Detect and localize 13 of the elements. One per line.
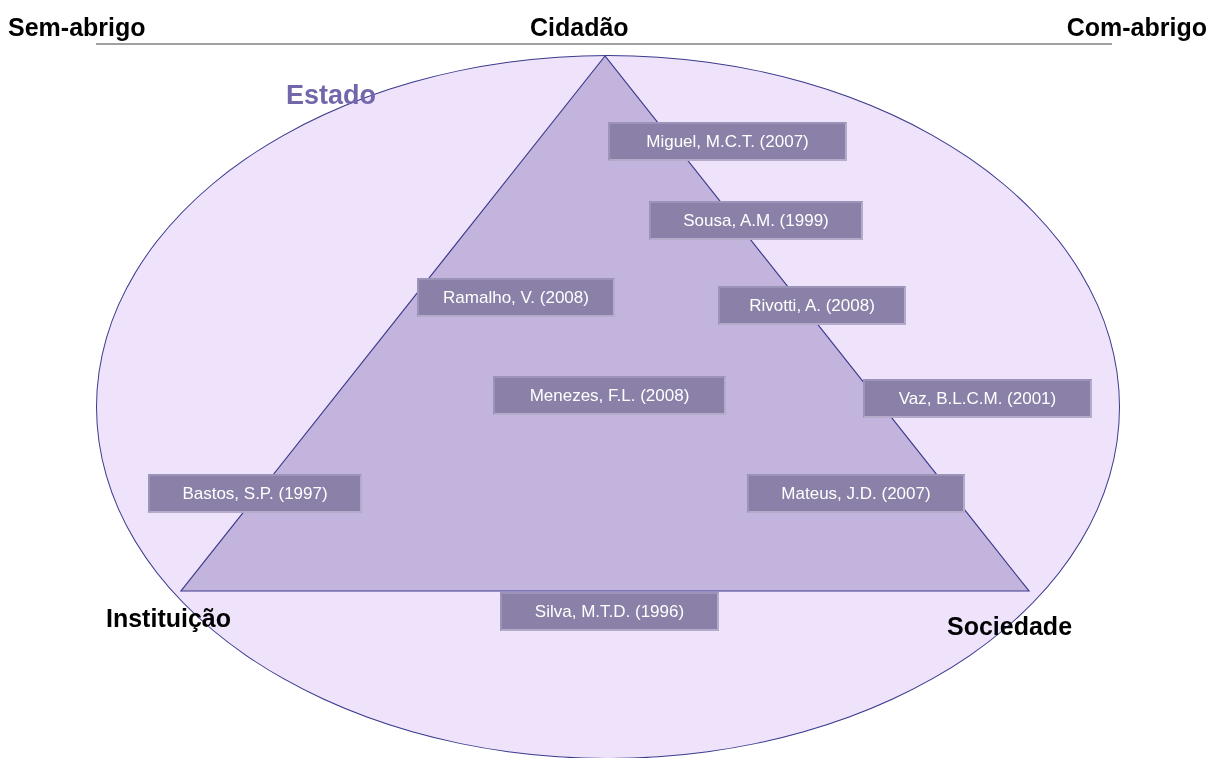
vertex-label: Cidadão (530, 13, 629, 42)
citation-box: Mateus, J.D. (2007) (747, 474, 965, 513)
citation-box: Menezes, F.L. (2008) (493, 376, 726, 415)
citation-box: Rivotti, A. (2008) (718, 286, 906, 325)
citation-box: Vaz, B.L.C.M. (2001) (863, 379, 1092, 418)
citation-box: Bastos, S.P. (1997) (148, 474, 362, 513)
axis-label: Com-abrigo (1066, 13, 1207, 42)
ellipse-heading: Estado (286, 80, 377, 111)
citation-box: Miguel, M.C.T. (2007) (608, 122, 847, 161)
axis-label: Sem-abrigo (8, 13, 146, 42)
citation-box: Ramalho, V. (2008) (417, 278, 615, 317)
citation-box: Sousa, A.M. (1999) (649, 201, 863, 240)
citation-box: Silva, M.T.D. (1996) (500, 592, 719, 631)
